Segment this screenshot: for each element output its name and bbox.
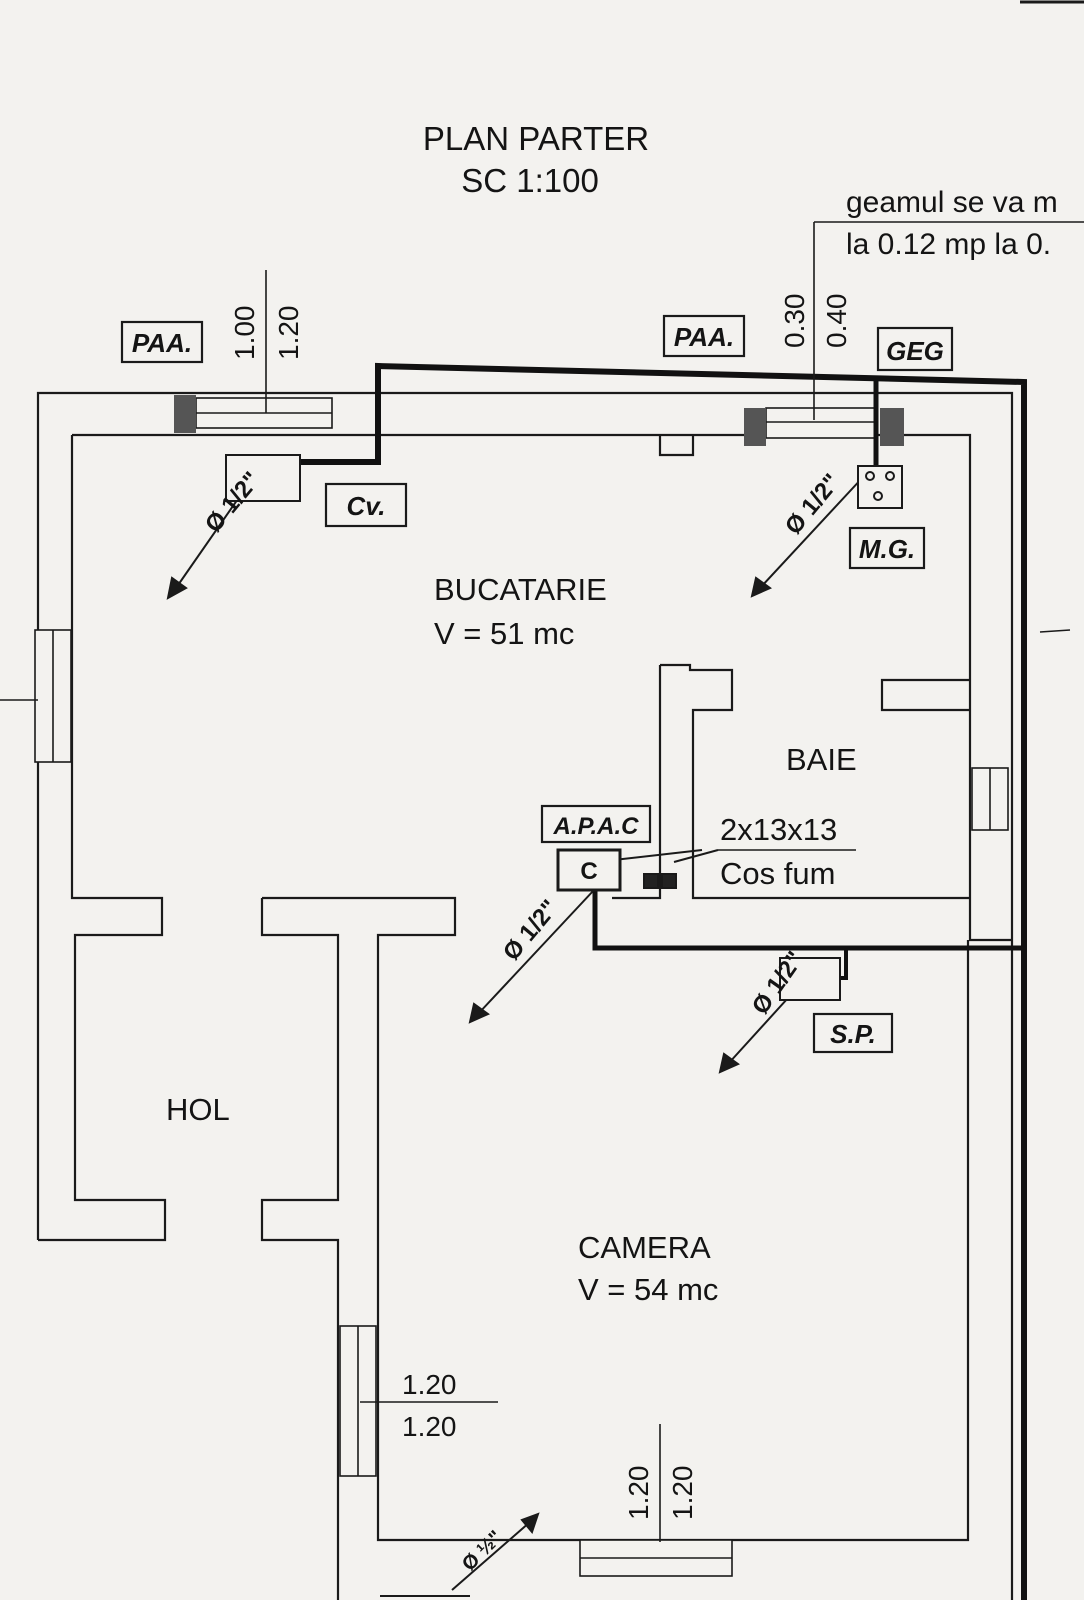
cv-appliance xyxy=(225,454,301,502)
cv-label: Cv. xyxy=(346,491,385,521)
paa-right-label: PAA. xyxy=(674,322,734,352)
gas-pipe xyxy=(296,362,1027,1600)
bath-wall-right xyxy=(880,678,970,712)
windows xyxy=(34,397,1009,1577)
sp-stove xyxy=(779,957,841,1001)
bath-wall xyxy=(660,663,970,900)
inner-wall-hol-right xyxy=(262,896,970,1542)
tag-boxes xyxy=(120,314,954,1054)
dim-window-left-a: 1.00 xyxy=(229,306,260,361)
vent-grilles xyxy=(174,395,904,446)
room-bucatarie-name: BUCATARIE xyxy=(434,572,607,607)
room-camera-volume: V = 54 mc xyxy=(578,1272,718,1307)
pipe-arrows xyxy=(166,469,865,1591)
pipe-label-apac: Ø 1/2" xyxy=(498,895,564,966)
window-top-right xyxy=(765,407,877,439)
cos-fum-chimney-right xyxy=(661,873,677,889)
mg-label: M.G. xyxy=(859,534,915,564)
bath-wall-outer xyxy=(612,665,662,900)
room-hol-name: HOL xyxy=(166,1092,230,1127)
mg-stove xyxy=(857,465,903,509)
gas-pipe-branch-camera xyxy=(592,890,1024,951)
apac-boiler xyxy=(556,848,622,892)
pipe-label-mg: Ø 1/2" xyxy=(780,469,846,540)
dim-camera-bottom-a: 1.20 xyxy=(623,1466,654,1521)
dim-window-left-b: 1.20 xyxy=(273,306,304,361)
paa-right-grille xyxy=(744,408,766,446)
kitchen-notch xyxy=(658,435,695,457)
dim-camera-left-top: 1.20 xyxy=(402,1369,457,1400)
chimney-size: 2x13x13 xyxy=(720,812,837,847)
room-bucatarie-volume: V = 51 mc xyxy=(434,616,574,651)
pipe-label-camera: Ø ½" xyxy=(458,1527,507,1576)
dim-camera-bottom-b: 1.20 xyxy=(667,1466,698,1521)
room-baie-name: BAIE xyxy=(786,742,857,777)
dimension-lines xyxy=(0,221,1084,1542)
dim-camera-left-bottom: 1.20 xyxy=(402,1411,457,1442)
dim-window-right-a: 0.30 xyxy=(779,294,810,349)
paa-left-grille xyxy=(174,395,196,433)
geg-label: GEG xyxy=(886,336,944,366)
sp-label: S.P. xyxy=(830,1019,876,1049)
window-note-line2: la 0.12 mp la 0. xyxy=(846,228,1051,261)
inner-wall-hol-divider xyxy=(260,898,340,1600)
geg-grille xyxy=(880,408,904,446)
walls xyxy=(36,391,1014,1600)
cos-fum-chimney-left xyxy=(643,873,659,889)
dim-window-right-b: 0.40 xyxy=(821,294,852,349)
plan-scale: SC 1:100 xyxy=(461,162,599,199)
inner-wall-kitchen-left xyxy=(38,435,167,1242)
inner-wall-kitchen xyxy=(72,433,1012,942)
room-camera-name: CAMERA xyxy=(578,1230,711,1265)
plan-title: PLAN PARTER xyxy=(423,120,649,157)
apac-symbol-icon: C xyxy=(580,858,597,885)
chimney-label: Cos fum xyxy=(720,856,835,891)
appliances xyxy=(225,454,903,1001)
apac-label: A.P.A.C xyxy=(553,813,640,840)
paa-left-label: PAA. xyxy=(132,328,192,358)
window-note-line1: geamul se va m xyxy=(846,186,1058,219)
